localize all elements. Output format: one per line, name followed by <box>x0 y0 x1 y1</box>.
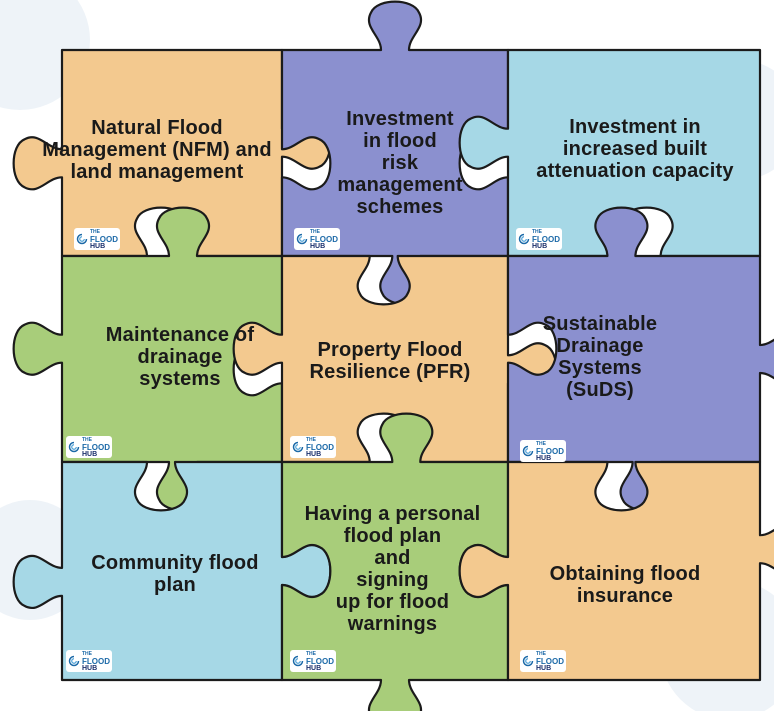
logo-the-text: THE <box>532 228 542 235</box>
piece-label-community: Community flood plan <box>91 552 259 596</box>
piece-label-suds: Sustainable Drainage Systems (SuDS) <box>542 313 658 401</box>
piece-label-personal: Having a personal flood plan and signing… <box>304 503 481 635</box>
logo-hub-text: HUB <box>536 664 552 672</box>
logo-hub-text: HUB <box>82 450 98 458</box>
piece-label-investment-schemes: Investment in flood risk management sche… <box>337 108 463 218</box>
flood-hub-swirl-icon <box>68 655 80 667</box>
logo-the-text: THE <box>90 228 100 235</box>
flood-hub-swirl-icon <box>518 233 530 245</box>
flood-hub-swirl-icon <box>296 233 308 245</box>
piece-label-maintenance: Maintenance of drainage systems <box>105 324 255 390</box>
piece-label-nfm: Natural Flood Management (NFM) and land … <box>42 117 272 183</box>
flood-hub-swirl-icon <box>292 441 304 453</box>
logo-the-text: THE <box>306 436 316 443</box>
flood-hub-swirl-icon <box>68 441 80 453</box>
piece-label-insurance: Obtaining flood insurance <box>549 563 701 607</box>
logo-hub-text: HUB <box>306 450 322 458</box>
flood-hub-swirl-icon <box>292 655 304 667</box>
logo-hub-text: HUB <box>310 242 326 250</box>
logo-hub-text: HUB <box>532 242 548 250</box>
logo-hub-text: HUB <box>90 242 106 250</box>
flood-hub-swirl-icon <box>76 233 88 245</box>
piece-label-investment-attenuation: Investment in increased built attenuatio… <box>536 116 734 182</box>
logo-the-text: THE <box>536 440 546 447</box>
flood-hub-swirl-icon <box>522 445 534 457</box>
logo-the-text: THE <box>82 650 92 657</box>
logo-flood-text: FLOOD <box>536 656 564 666</box>
logo-flood-text: FLOOD <box>306 656 334 666</box>
logo-the-text: THE <box>306 650 316 657</box>
logo-flood-text: FLOOD <box>82 442 110 452</box>
logo-flood-text: FLOOD <box>532 234 560 244</box>
logo-the-text: THE <box>82 436 92 443</box>
flood-hub-swirl-icon <box>522 655 534 667</box>
logo-flood-text: FLOOD <box>90 234 118 244</box>
piece-label-pfr: Property Flood Resilience (PFR) <box>309 339 471 383</box>
logo-the-text: THE <box>310 228 320 235</box>
puzzle-piece-insurance <box>458 460 774 682</box>
logo-hub-text: HUB <box>306 664 322 672</box>
logo-flood-text: FLOOD <box>310 234 338 244</box>
logo-hub-text: HUB <box>82 664 98 672</box>
logo-flood-text: FLOOD <box>536 446 564 456</box>
logo-flood-text: FLOOD <box>306 442 334 452</box>
logo-the-text: THE <box>536 650 546 657</box>
logo-hub-text: HUB <box>536 454 552 462</box>
logo-flood-text: FLOOD <box>82 656 110 666</box>
